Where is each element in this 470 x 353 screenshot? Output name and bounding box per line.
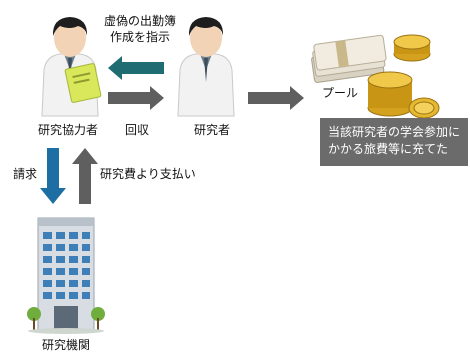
return-arrow (108, 86, 164, 110)
researcher-person-icon (177, 17, 235, 117)
payment-arrow (72, 148, 98, 204)
collaborator-person-icon (41, 17, 102, 117)
return-label: 回収 (125, 123, 150, 137)
building-icon (27, 217, 105, 334)
request-arrow (40, 148, 66, 204)
pool-arrow (248, 86, 304, 110)
request-label: 請求 (13, 167, 38, 181)
instruction-arrow (108, 56, 164, 80)
money-pool-icon (311, 34, 440, 119)
purpose-note: 当該研究者の学会参加に かかる旅費等に充てた (320, 118, 468, 166)
pool-label: プール (322, 86, 359, 100)
instruction-label: 虚偽の出勤簿 作成を指示 (104, 14, 177, 44)
institution-label: 研究機関 (42, 338, 91, 352)
collaborator-label: 研究協力者 (38, 123, 99, 137)
payment-label: 研究費より支払い (100, 167, 196, 181)
researcher-label: 研究者 (194, 123, 231, 137)
